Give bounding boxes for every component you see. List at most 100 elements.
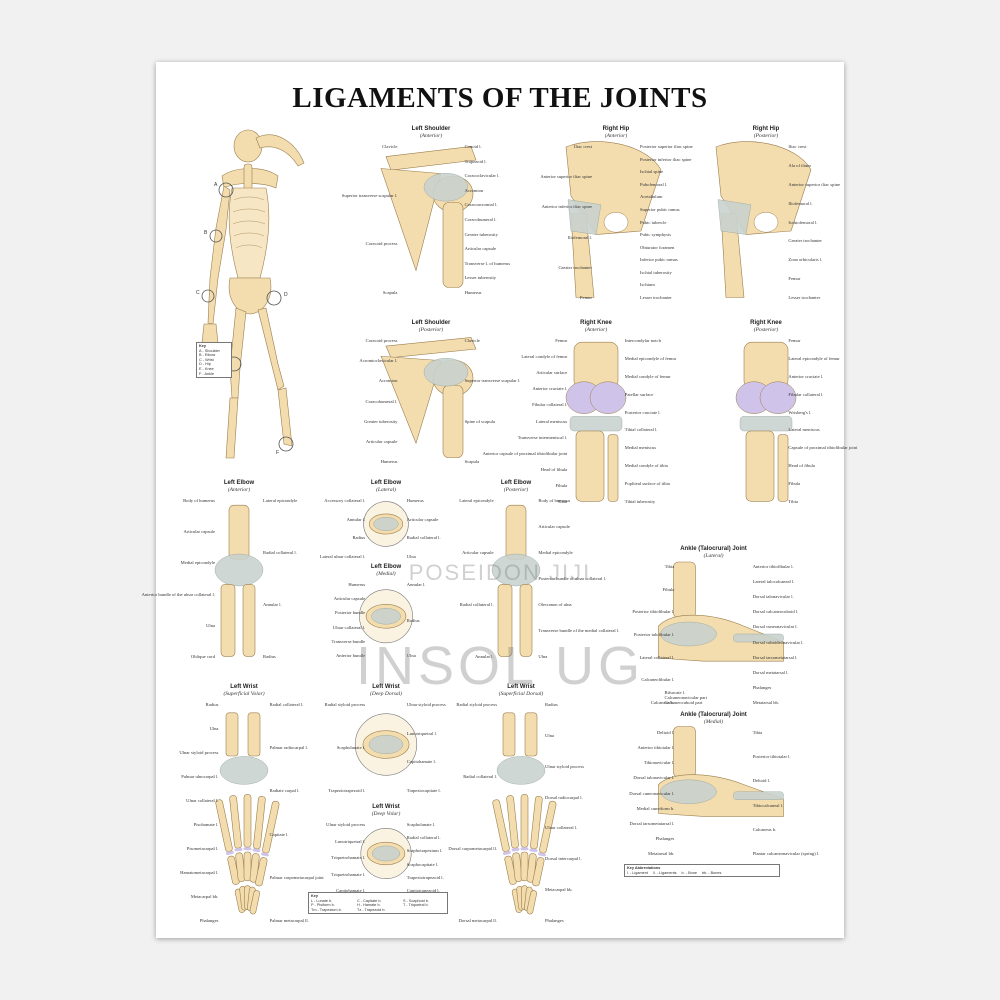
anatomy-label: Trapeziotrapezoid l. [406, 874, 444, 880]
anatomy-label: Deltoid l. [752, 778, 771, 784]
anatomy-label: Posterior talofibular l. [633, 632, 675, 637]
marker-ankle [278, 436, 294, 452]
skeleton-key: Key A - Shoulder B - Elbow C - Wrist D -… [196, 342, 232, 379]
anatomy-label: Conoid l. [464, 144, 482, 149]
anatomy-label: Acromion [464, 187, 484, 193]
anatomy-label: Ala of ilium [788, 162, 811, 168]
anatomy-label: Oblique cord [190, 654, 215, 659]
anatomy-label: Coracohumeral l. [365, 398, 398, 404]
panel-subtitle: (Anterior) [227, 487, 251, 493]
anatomy-label: Femur [555, 338, 568, 343]
anatomy-illustration [354, 713, 418, 776]
anatomy-label: Phalanges [545, 918, 564, 923]
anatomy-label: Acromioclavicular l. [359, 358, 398, 364]
anatomy-label: Palmar ulnocarpal l. [181, 774, 219, 779]
anatomy-label: Ischiofemoral l. [788, 219, 818, 225]
anatomy-label: Tibia [664, 564, 675, 569]
anatomy-label: Greater tuberosity [464, 231, 498, 237]
panel-title: Left Wrist [230, 684, 258, 690]
anatomy-label: Annular l. [474, 654, 494, 659]
anatomy-label: Lateral ulnar collateral l. [319, 554, 366, 559]
anatomy-label: Ulnar collateral l. [186, 798, 219, 803]
anatomy-label: Ulnar collateral l. [332, 624, 366, 630]
anatomy-illustration [658, 726, 784, 817]
anatomy-label: Capsule of proximal tibiofibular joint [788, 445, 858, 451]
anatomy-label: Lesser trochanter [640, 295, 672, 300]
anatomy-label: Hamatometacarpal l. [180, 870, 219, 875]
anatomy-label: Dorsal intercarpal l. [545, 856, 582, 862]
panel-title: Right Hip [752, 126, 780, 132]
anatomy-label: Medial cuneiform b. [636, 805, 675, 811]
anatomy-label: Dorsal radiocarpal l. [545, 794, 583, 800]
anatomy-label: Humerus [380, 459, 398, 464]
anatomy-label: Anterior tibiotalar l. [637, 745, 675, 751]
anatomy-label: Posterior bundle of ulnar collateral l. [538, 576, 607, 581]
anatomy-label: Ulna [406, 653, 416, 658]
anatomy-illustration [215, 712, 280, 915]
anatomy-label: Radial collateral l. [406, 835, 441, 841]
anatomy-label: Head of fibula [788, 463, 815, 469]
anatomy-label: Ulnar styloid process [179, 750, 219, 755]
anatomy-label: Radial collateral l. [406, 535, 441, 541]
skeleton-figure: A B C D E F Key A - Shoulder B - Elbow C… [186, 128, 306, 459]
anatomy-label: Lateral meniscus [788, 427, 820, 433]
anatomy-label: Humerus [348, 582, 366, 587]
anatomy-label: Dorsal cuneonavicular l. [629, 790, 675, 796]
anatomy-illustration [214, 504, 264, 657]
anatomy-label: Articular capsule [464, 246, 497, 252]
panel-title: Left Wrist [372, 684, 400, 690]
anatomy-label: Radiate carpal l. [269, 788, 300, 794]
anatomy-label: Posterior bundle [334, 610, 366, 616]
anatomy-label: Radius [406, 617, 420, 623]
anatomy-label: Posterior tibiofibular l. [632, 609, 675, 615]
anatomy-label: Capitohamate l. [406, 759, 436, 765]
anatomy-label: Lateral epicondyle [459, 498, 494, 503]
anatomy-label: Acetabulum [640, 194, 663, 200]
anatomy-label: Clavicle [382, 144, 398, 149]
panel-title: Left Elbow [223, 480, 255, 486]
anatomy-label: Lesser tuberosity [464, 275, 497, 281]
anatomy-label: Calcaneus b. [650, 700, 675, 705]
anatomy-label: Superior pubic ramus [640, 206, 680, 212]
panel-ankle-medial: Ankle (Talocrural) Joint (Medial) Deltoi… [591, 712, 836, 857]
anatomy-label: Iliofemoral l. [567, 234, 592, 240]
panel-left-elbow-posterior: Left Elbow (Posterior) Lateral epicondyl… [446, 480, 619, 660]
anatomy-label: Articular capsule [183, 529, 215, 535]
anatomy-illustration [715, 141, 812, 298]
anatomy-illustration [360, 827, 412, 880]
anatomy-label: Tibial collateral l. [624, 427, 658, 433]
panel-subtitle: (Anterior) [604, 133, 628, 139]
anatomy-label: Bifurcate l. [664, 690, 686, 695]
anatomy-label: Wrisberg's l. [788, 409, 812, 415]
anatomy-label: Trapeziocapitate l. [406, 788, 441, 793]
panel-title: Left Shoulder [411, 126, 451, 132]
anatomy-label: Fibular collateral l. [532, 402, 568, 408]
anatomy-label: Fibular collateral l. [788, 391, 824, 397]
anatomy-label: Pubic symphysis [640, 232, 672, 238]
poster-title: LIGAMENTS OF THE JOINTS [292, 82, 708, 114]
panel-left-shoulder-posterior: Left Shoulder (Posterior) Coracoid proce… [326, 320, 536, 465]
anatomy-label: Lateral talocalcaneal l. [752, 579, 795, 585]
panel-left-elbow-lateral: Left Elbow (Lateral) Accessory collatera… [319, 480, 451, 560]
anatomy-label: Humerus [406, 498, 424, 503]
anatomy-illustration [735, 341, 797, 502]
anatomy-label: Scapholunate l. [336, 745, 366, 750]
anatomy-label: Femur [788, 338, 801, 343]
anatomy-label: Medial epicondyle [180, 560, 215, 566]
anatomy-label: Inferior pubic ramus [640, 257, 678, 263]
anatomy-label: Lateral epicondyle [263, 498, 298, 503]
anatomy-label: Greater trochanter [558, 264, 592, 270]
anatomy-label: Dorsal talonavicular l. [633, 775, 675, 781]
anatomy-label: Radius [263, 654, 276, 659]
anatomy-label: Coracoid process [365, 241, 398, 247]
anatomy-label: Anterior tibiofibular l. [752, 564, 794, 569]
anatomy-label: Iliac crest [788, 144, 807, 149]
anatomy-label: Ulnar styloid process [545, 763, 585, 769]
anatomy-label: Scaphotrapezium l. [406, 848, 443, 854]
anatomy-illustration [565, 141, 662, 298]
anatomy-label: Articular capsule [365, 438, 398, 444]
anatomy-label: Articular capsule [462, 550, 494, 555]
